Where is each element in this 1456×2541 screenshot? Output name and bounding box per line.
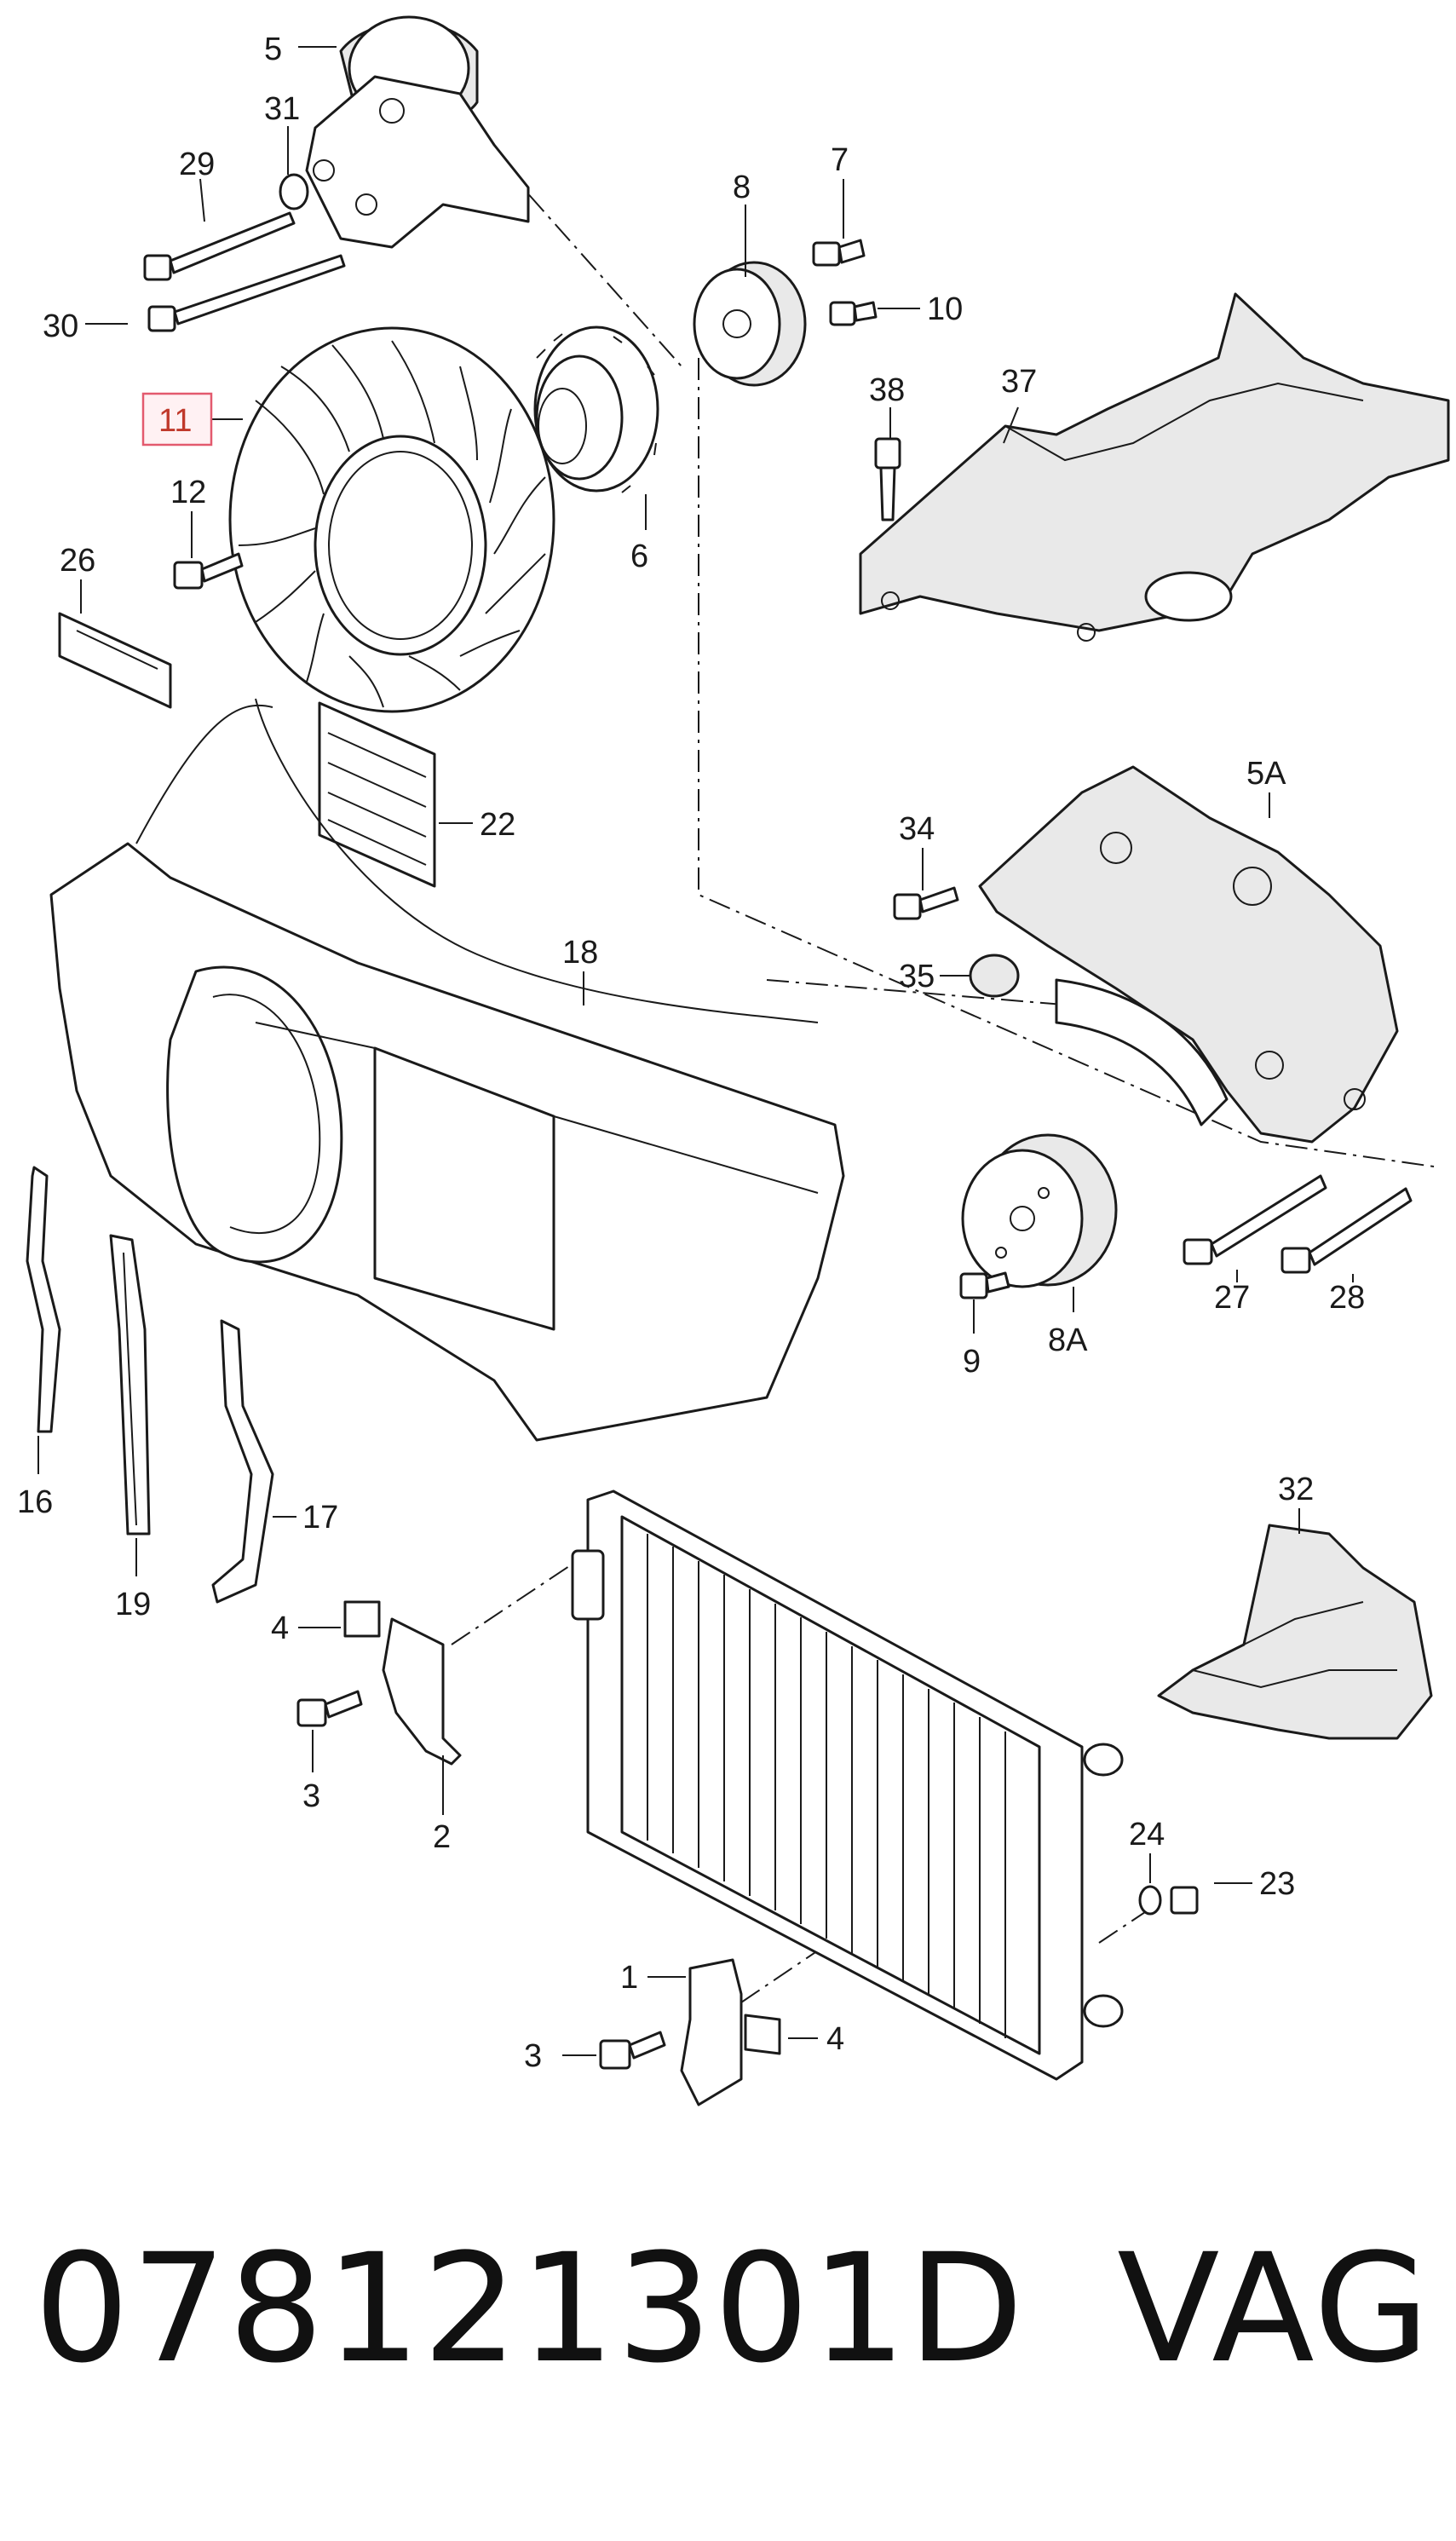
callout-4-upper: 4 [271,1610,289,1646]
clip-4-upper [343,1600,381,1638]
callout-labels: 5 31 29 30 8 7 10 11 12 6 38 37 26 22 5A… [17,32,1365,2074]
callout-37: 37 [1001,364,1037,400]
callout-24: 24 [1129,1817,1165,1852]
callout-29: 29 [179,147,215,182]
callout-4-lower: 4 [826,2021,844,2057]
callout-10: 10 [927,291,963,327]
callout-32: 32 [1278,1472,1314,1507]
highlight-box-11 [141,392,213,447]
grille-22 [318,701,436,888]
viscous-clutch-6 [533,326,659,493]
radiator [571,1489,1124,2081]
seal-19 [109,1234,151,1536]
callout-3-upper: 3 [302,1778,320,1814]
callout-1: 1 [620,1960,638,1996]
callout-27: 27 [1214,1280,1250,1316]
hub-8 [693,239,878,387]
seal-strip-26 [58,612,172,709]
lock-carrier-18 [49,698,845,1442]
callout-26: 26 [60,543,95,579]
part-caption: 078121301D VAG [34,2215,1431,2403]
seal-16 [26,1166,61,1433]
bracket-1 [680,1958,743,2106]
bolt-3-upper [296,1690,363,1727]
cooling-fan-11 [228,326,555,713]
bolt-3-lower [599,2031,666,2070]
callout-3-lower: 3 [524,2038,542,2074]
washer-24 [1138,1885,1162,1916]
callout-30: 30 [43,308,78,344]
bracket-5 [305,15,530,249]
callout-28: 28 [1329,1280,1365,1316]
brand-name: VAG [1117,2221,1431,2396]
bolt-23 [1170,1886,1199,1915]
callout-23: 23 [1259,1866,1295,1902]
clip-4-lower [744,2014,781,2055]
air-duct-37 [859,292,1450,642]
pulley-8A [961,1133,1118,1288]
cap-35 [969,954,1020,998]
callout-31: 31 [264,91,300,127]
callout-6: 6 [630,539,648,574]
bolts-27-28 [1183,1174,1413,1274]
callout-17: 17 [302,1500,338,1536]
callout-9: 9 [963,1344,981,1380]
bracket-2 [382,1617,462,1766]
callout-19: 19 [115,1587,151,1622]
callout-11: 11 [158,403,192,439]
air-guide-32 [1157,1524,1433,1740]
callout-7: 7 [831,142,849,178]
bolt-38 [874,437,901,521]
callout-18: 18 [562,935,598,971]
callout-2: 2 [433,1819,451,1855]
callout-34: 34 [899,811,935,847]
bolts-29-30-31 [143,173,346,332]
seal-17 [211,1319,274,1604]
callout-8: 8 [733,170,751,205]
leader-lines [37,46,1354,2056]
callout-22: 22 [480,807,515,843]
callout-35: 35 [899,959,935,994]
callout-12: 12 [170,475,206,510]
callout-16: 16 [17,1484,53,1520]
part-number: 078121301D [34,2221,1026,2396]
callout-8A: 8A [1048,1322,1088,1358]
bolt-12 [173,552,244,590]
bracket-5A [978,765,1399,1144]
bolt-34 [893,886,959,920]
callout-5A: 5A [1246,756,1286,792]
bolt-9 [959,1271,1010,1299]
callout-38: 38 [869,372,905,408]
callout-5: 5 [264,32,282,67]
